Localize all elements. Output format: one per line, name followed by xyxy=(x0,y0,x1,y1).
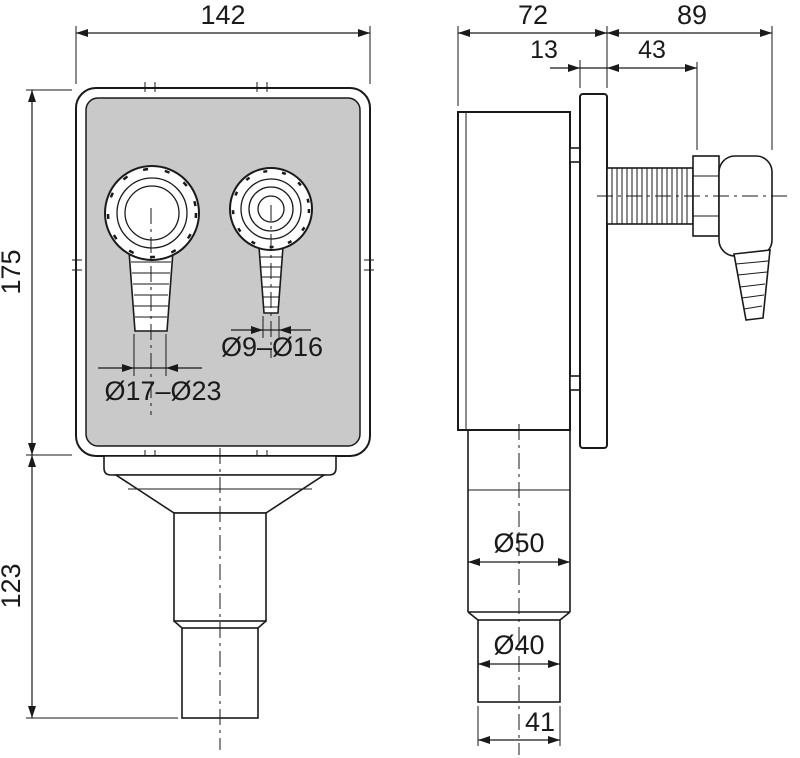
dim-front-height-body-label: 175 xyxy=(0,249,26,294)
dim-pipe-upper-label: Ø50 xyxy=(493,528,544,558)
elbow xyxy=(718,155,773,257)
side-centerlines xyxy=(518,195,790,755)
side-body xyxy=(457,111,571,431)
dim-bottom-label: 41 xyxy=(525,707,555,737)
front-pipe-step xyxy=(173,620,267,629)
small-outlet-hole xyxy=(257,195,285,223)
front-collar xyxy=(103,455,337,476)
clip-marks xyxy=(72,82,374,460)
dim-outlet-large-label: Ø17–Ø23 xyxy=(104,376,221,406)
side-dimensions: 72 89 13 43 Ø50 Ø40 41 xyxy=(457,0,773,746)
dim-front-width-label: 142 xyxy=(200,0,245,30)
large-outlet-lugs xyxy=(106,167,198,259)
side-clip-top xyxy=(569,147,581,163)
front-centerlines xyxy=(150,205,272,750)
dim-thread-label: 43 xyxy=(638,36,666,64)
large-outlet xyxy=(104,165,200,332)
large-outlet-ring-mid xyxy=(116,177,188,249)
dim-pipe-lower-label: Ø40 xyxy=(493,630,544,660)
side-clip-bottom xyxy=(569,375,581,391)
side-extension-lines xyxy=(457,26,773,746)
small-outlet-ring-inner xyxy=(248,186,294,232)
nut-facets xyxy=(693,175,719,217)
side-view xyxy=(457,93,790,755)
dim-plate-label: 13 xyxy=(530,36,558,64)
dim-protrusion-label: 89 xyxy=(677,0,707,30)
large-outlet-ring-hole xyxy=(124,185,180,241)
front-view xyxy=(72,82,374,750)
side-flange-plate xyxy=(579,93,608,449)
dim-depth-label: 72 xyxy=(518,0,548,30)
large-outlet-ring xyxy=(104,165,200,261)
dim-front-height-outlet-label: 123 xyxy=(0,563,26,608)
dim-outlet-small-label: Ø9–Ø16 xyxy=(221,332,323,362)
side-pipe-upper xyxy=(467,430,571,612)
front-dimensions: 142 175 123 Ø17–Ø23 Ø9–Ø16 xyxy=(0,0,371,719)
elbow-barb-ridges xyxy=(735,260,769,310)
